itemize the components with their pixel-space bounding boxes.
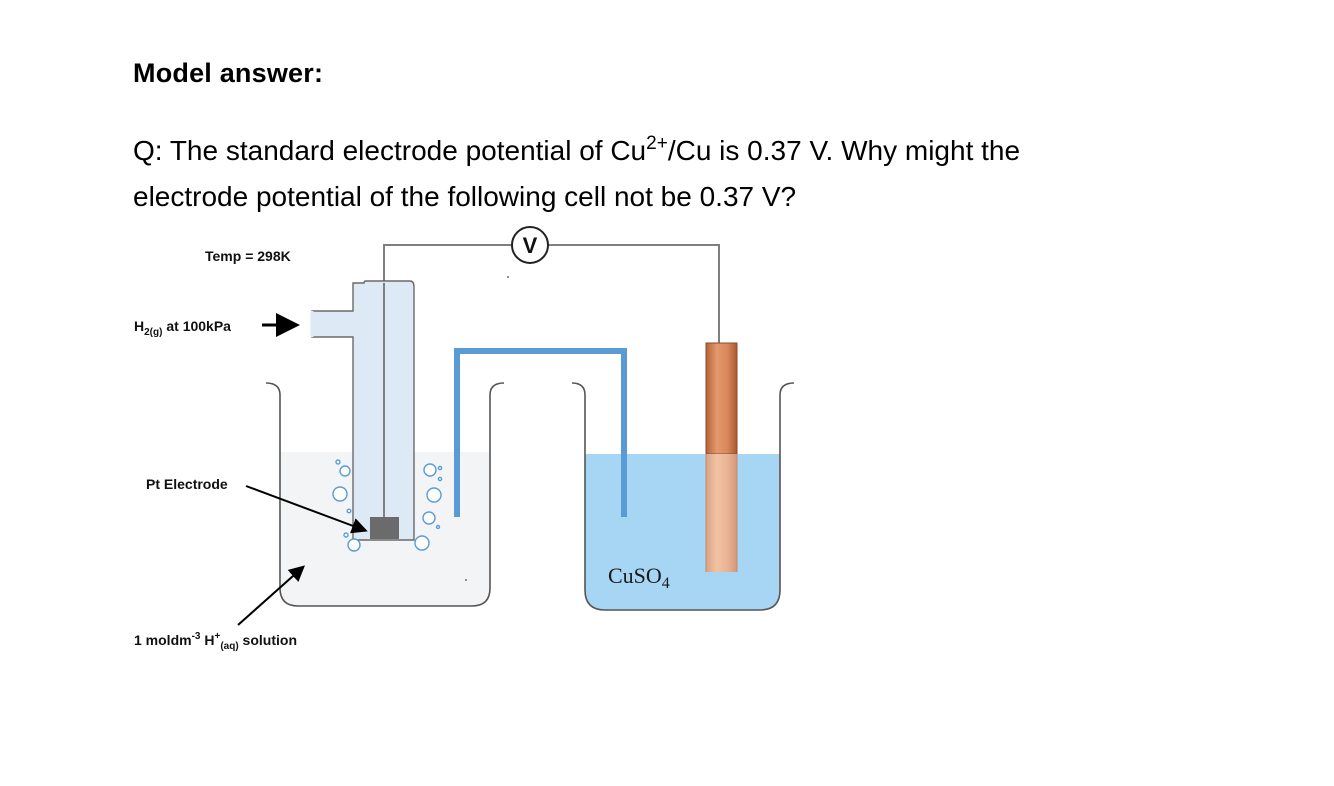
voltmeter-icon [511, 226, 549, 264]
solution-unit-superscript: -3 [192, 631, 201, 642]
gas-subscript: 2(g) [144, 327, 162, 338]
left-beaker [265, 382, 505, 607]
voltmeter-label: V [523, 233, 538, 258]
solution-ion: H [200, 632, 214, 648]
question-line1-start: Q: The standard electrode potential of C… [133, 135, 647, 166]
hydrogen-bubbles-left [332, 459, 361, 552]
question-text: Q: The standard electrode potential of C… [133, 128, 1233, 220]
hydrogen-gas-label: H2(g) at 100kPa [134, 318, 231, 338]
charge-superscript: 2+ [646, 133, 668, 154]
electrode-label: Pt Electrode [146, 476, 228, 492]
cuso4-subscript: 4 [662, 575, 670, 592]
platinum-electrode [370, 517, 399, 539]
solution-state: (aq) [220, 641, 238, 652]
solution-arrow [237, 565, 305, 626]
question-line2: electrode potential of the following cel… [133, 181, 797, 212]
page-heading: Model answer: [133, 58, 324, 88]
solution-word: solution [239, 632, 297, 648]
temperature-label: Temp = 298K [205, 248, 291, 264]
salt-bridge [454, 348, 627, 517]
gas-symbol: H [134, 318, 144, 334]
solution-concentration: 1 moldm [134, 632, 192, 648]
hydrogen-glass-tube [311, 280, 415, 541]
right-beaker [571, 382, 795, 611]
gas-pressure: at 100kPa [162, 318, 231, 334]
copper-electrode [705, 342, 738, 455]
solution-ion-charge: + [214, 631, 220, 642]
cuso4-label: CuSO4 [608, 563, 670, 592]
question-line1-end: /Cu is 0.37 V. Why might the [667, 135, 1021, 166]
electrode-arrow [245, 485, 368, 534]
cuso4-formula: CuSO [608, 563, 662, 588]
solution-label: 1 moldm-3 H+(aq) solution [134, 631, 297, 652]
copper-electrode-submerged [706, 454, 737, 572]
hydrogen-bubbles-right [414, 463, 443, 551]
